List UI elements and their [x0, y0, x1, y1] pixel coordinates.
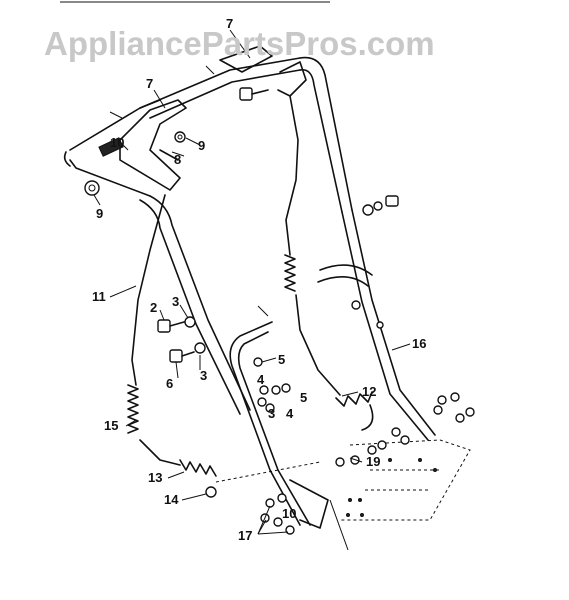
bolt-top — [239, 87, 269, 101]
callout-16-handle: 16 — [412, 336, 426, 351]
callout-10-bottom: 10 — [282, 506, 296, 521]
callout-9-knob: 9 — [96, 206, 103, 221]
callout-4-upper: 4 — [257, 372, 265, 387]
callouts: 7 7 10 9 8 9 11 2 3 3 6 5 4 3 4 5 12 16 … — [92, 16, 426, 543]
hardware-17 — [260, 493, 295, 535]
upper-handle — [63, 56, 353, 415]
cable-11 — [131, 194, 166, 386]
callout-5-lower: 5 — [300, 390, 307, 405]
control-lever-right — [219, 45, 307, 97]
break-mark — [109, 111, 123, 119]
callout-3-middle: 3 — [268, 406, 275, 421]
callout-13-spring: 13 — [148, 470, 162, 485]
break-mark — [257, 305, 269, 317]
spring-hook — [361, 404, 374, 431]
spring-13 — [179, 459, 217, 477]
callout-19-hardware: 19 — [366, 454, 380, 469]
pin-and-nut-8-9 — [159, 131, 186, 161]
bolt-2 — [157, 316, 196, 333]
lower-handle-16 — [317, 209, 436, 441]
spring-15 — [127, 384, 139, 434]
bolt-right — [362, 195, 399, 216]
cable-mid-right — [295, 294, 341, 396]
nut-handle — [351, 300, 361, 310]
nut-14 — [205, 486, 217, 498]
callout-11-cable: 11 — [92, 289, 106, 304]
callout-12-spring: 12 — [362, 384, 376, 399]
callout-7-top: 7 — [226, 16, 233, 31]
cable-11-lower — [139, 439, 181, 466]
base-plate — [329, 439, 471, 551]
callout-10-pad: 10 — [110, 135, 124, 150]
callout-15-spring: 15 — [104, 418, 118, 433]
callout-8-pin: 8 — [174, 152, 181, 167]
callout-14-nut: 14 — [164, 492, 179, 507]
callout-2-bolt: 2 — [150, 300, 157, 315]
hardware-bottom-right — [335, 392, 475, 467]
control-lever-left — [98, 99, 187, 191]
spring-upper-right — [284, 254, 296, 292]
cable-upper-right — [285, 95, 299, 256]
leader-lines — [93, 29, 411, 535]
hole-handle — [376, 321, 384, 329]
watermark: AppliancePartsPros.com — [44, 25, 435, 62]
callout-3-washer-upper: 3 — [172, 294, 179, 309]
spring-12 — [335, 391, 373, 407]
hardware-3-4-5 — [253, 357, 291, 413]
callout-3-washer-lower: 3 — [200, 368, 207, 383]
callout-17-hardware: 17 — [238, 528, 252, 543]
middle-handle — [229, 321, 329, 529]
callout-5-upper: 5 — [278, 352, 285, 367]
callout-6-bolt: 6 — [166, 376, 173, 391]
callout-4-lower: 4 — [286, 406, 294, 421]
break-mark — [205, 65, 215, 75]
knob-9 — [84, 180, 100, 196]
callout-9-nut: 9 — [198, 138, 205, 153]
callout-7-lever: 7 — [146, 76, 153, 91]
